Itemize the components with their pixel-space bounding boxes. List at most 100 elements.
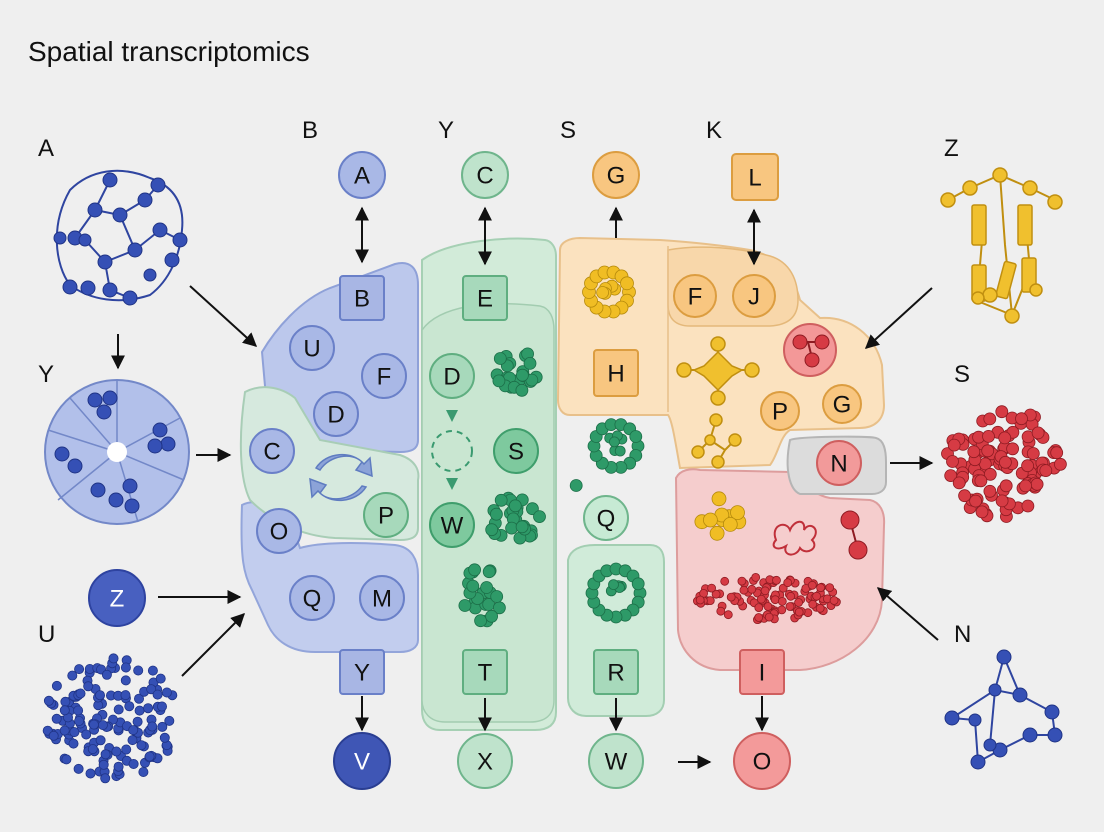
- cluster-bead: [135, 706, 144, 715]
- cluster-bead: [148, 722, 157, 731]
- cluster-bead: [52, 714, 61, 723]
- cluster-bead: [1020, 480, 1032, 492]
- node-blue-p-label: P: [378, 503, 394, 530]
- cluster-bead: [1032, 427, 1044, 439]
- cluster-bead: [786, 603, 794, 611]
- red-region: [676, 469, 884, 670]
- cluster-bead: [609, 580, 619, 590]
- box-green-top-label: E: [477, 286, 493, 313]
- cluster-bead: [984, 413, 996, 425]
- corner-label-k: K: [706, 117, 722, 144]
- cluster-bead: [102, 670, 111, 679]
- cluster-bead: [481, 582, 493, 594]
- cluster-bead: [495, 494, 507, 506]
- cluster-bead: [761, 587, 769, 595]
- cluster-bead: [996, 495, 1008, 507]
- cluster-bead: [144, 704, 153, 713]
- cluster-bead: [795, 599, 803, 607]
- node-blue-f-label: F: [377, 364, 392, 391]
- cluster-bead: [122, 745, 131, 754]
- cluster-bead: [145, 752, 154, 761]
- disc-y-icon: [45, 380, 189, 524]
- cluster-bead: [60, 726, 69, 735]
- node-bottom-red-label: O: [753, 749, 772, 776]
- cluster-bead: [1007, 443, 1019, 455]
- corner-label-a: A: [38, 135, 54, 162]
- cluster-bead: [516, 384, 528, 396]
- cluster-bead: [1031, 478, 1043, 490]
- corner-label-s: S: [560, 117, 576, 144]
- cluster-bead: [84, 682, 93, 691]
- cluster-bead: [162, 688, 171, 697]
- cluster-bead: [615, 446, 625, 456]
- cluster-bead: [947, 456, 959, 468]
- cluster-bead: [752, 573, 760, 581]
- cluster-bead: [494, 353, 506, 365]
- cluster-bead: [740, 586, 748, 594]
- cluster-bead: [121, 663, 130, 672]
- cluster-bead: [597, 287, 609, 299]
- cluster-bead: [114, 762, 123, 771]
- cluster-bead: [101, 774, 110, 783]
- cluster-bead: [125, 702, 134, 711]
- cluster-bead: [813, 592, 821, 600]
- node-blue-o-label: O: [270, 519, 289, 546]
- cluster-bead: [570, 480, 582, 492]
- corner-label-b: B: [302, 117, 318, 144]
- node-bottom-blue-label: V: [354, 749, 370, 776]
- cluster-bead: [129, 759, 138, 768]
- node-orange-f-label: F: [688, 284, 703, 311]
- box-blue-bottom-label: Y: [354, 660, 370, 687]
- cluster-bead: [467, 580, 479, 592]
- cluster-bead: [755, 614, 763, 622]
- box-orange-h-label: H: [607, 361, 624, 388]
- node-bottom-teal-label: W: [605, 749, 628, 776]
- cluster-bead: [723, 517, 737, 531]
- cluster-bead: [721, 577, 729, 585]
- cluster-bead: [1022, 460, 1034, 472]
- cluster-bead: [778, 597, 786, 605]
- cluster-bead: [121, 676, 130, 685]
- cluster-bead: [1000, 480, 1012, 492]
- cluster-bead: [982, 445, 994, 457]
- corner-label-z: Z: [944, 135, 959, 162]
- cluster-bead: [101, 750, 110, 759]
- cluster-bead: [765, 613, 773, 621]
- cluster-bead: [96, 736, 105, 745]
- box-blue-top-label: B: [354, 286, 370, 313]
- node-teal-q-label: Q: [597, 506, 616, 533]
- node-top-orange-label: G: [607, 163, 626, 190]
- node-top-green-label: C: [476, 163, 493, 190]
- cluster-bead: [76, 689, 85, 698]
- cluster-bead: [491, 591, 503, 603]
- cluster-bead: [970, 495, 982, 507]
- cluster-bead: [62, 755, 71, 764]
- cluster-bead: [44, 696, 53, 705]
- cluster-bead: [469, 564, 481, 576]
- node-green-s-label: S: [508, 439, 524, 466]
- cluster-bead: [757, 595, 765, 603]
- cluster-bead: [727, 593, 735, 601]
- cluster-bead: [808, 581, 816, 589]
- cluster-bead: [787, 592, 795, 600]
- cluster-bead: [129, 726, 138, 735]
- cluster-bead: [712, 492, 726, 506]
- cluster-bead: [160, 733, 169, 742]
- cluster-bead: [771, 596, 779, 604]
- cluster-bead: [826, 584, 834, 592]
- cluster-bead: [516, 369, 528, 381]
- cluster-bead: [68, 671, 77, 680]
- cluster-bead: [830, 597, 838, 605]
- box-teal-bottom-label: R: [607, 660, 624, 687]
- cluster-bead: [795, 608, 803, 616]
- cluster-bead: [516, 521, 528, 533]
- cluster-bead: [703, 513, 717, 527]
- cluster-u-icon: [43, 654, 177, 783]
- cluster-bead: [121, 691, 130, 700]
- cluster-bead: [506, 522, 518, 534]
- cluster-bead: [75, 716, 84, 725]
- cluster-bead: [70, 728, 79, 737]
- node-orange-p-label: P: [772, 399, 788, 426]
- cluster-bead: [534, 511, 546, 523]
